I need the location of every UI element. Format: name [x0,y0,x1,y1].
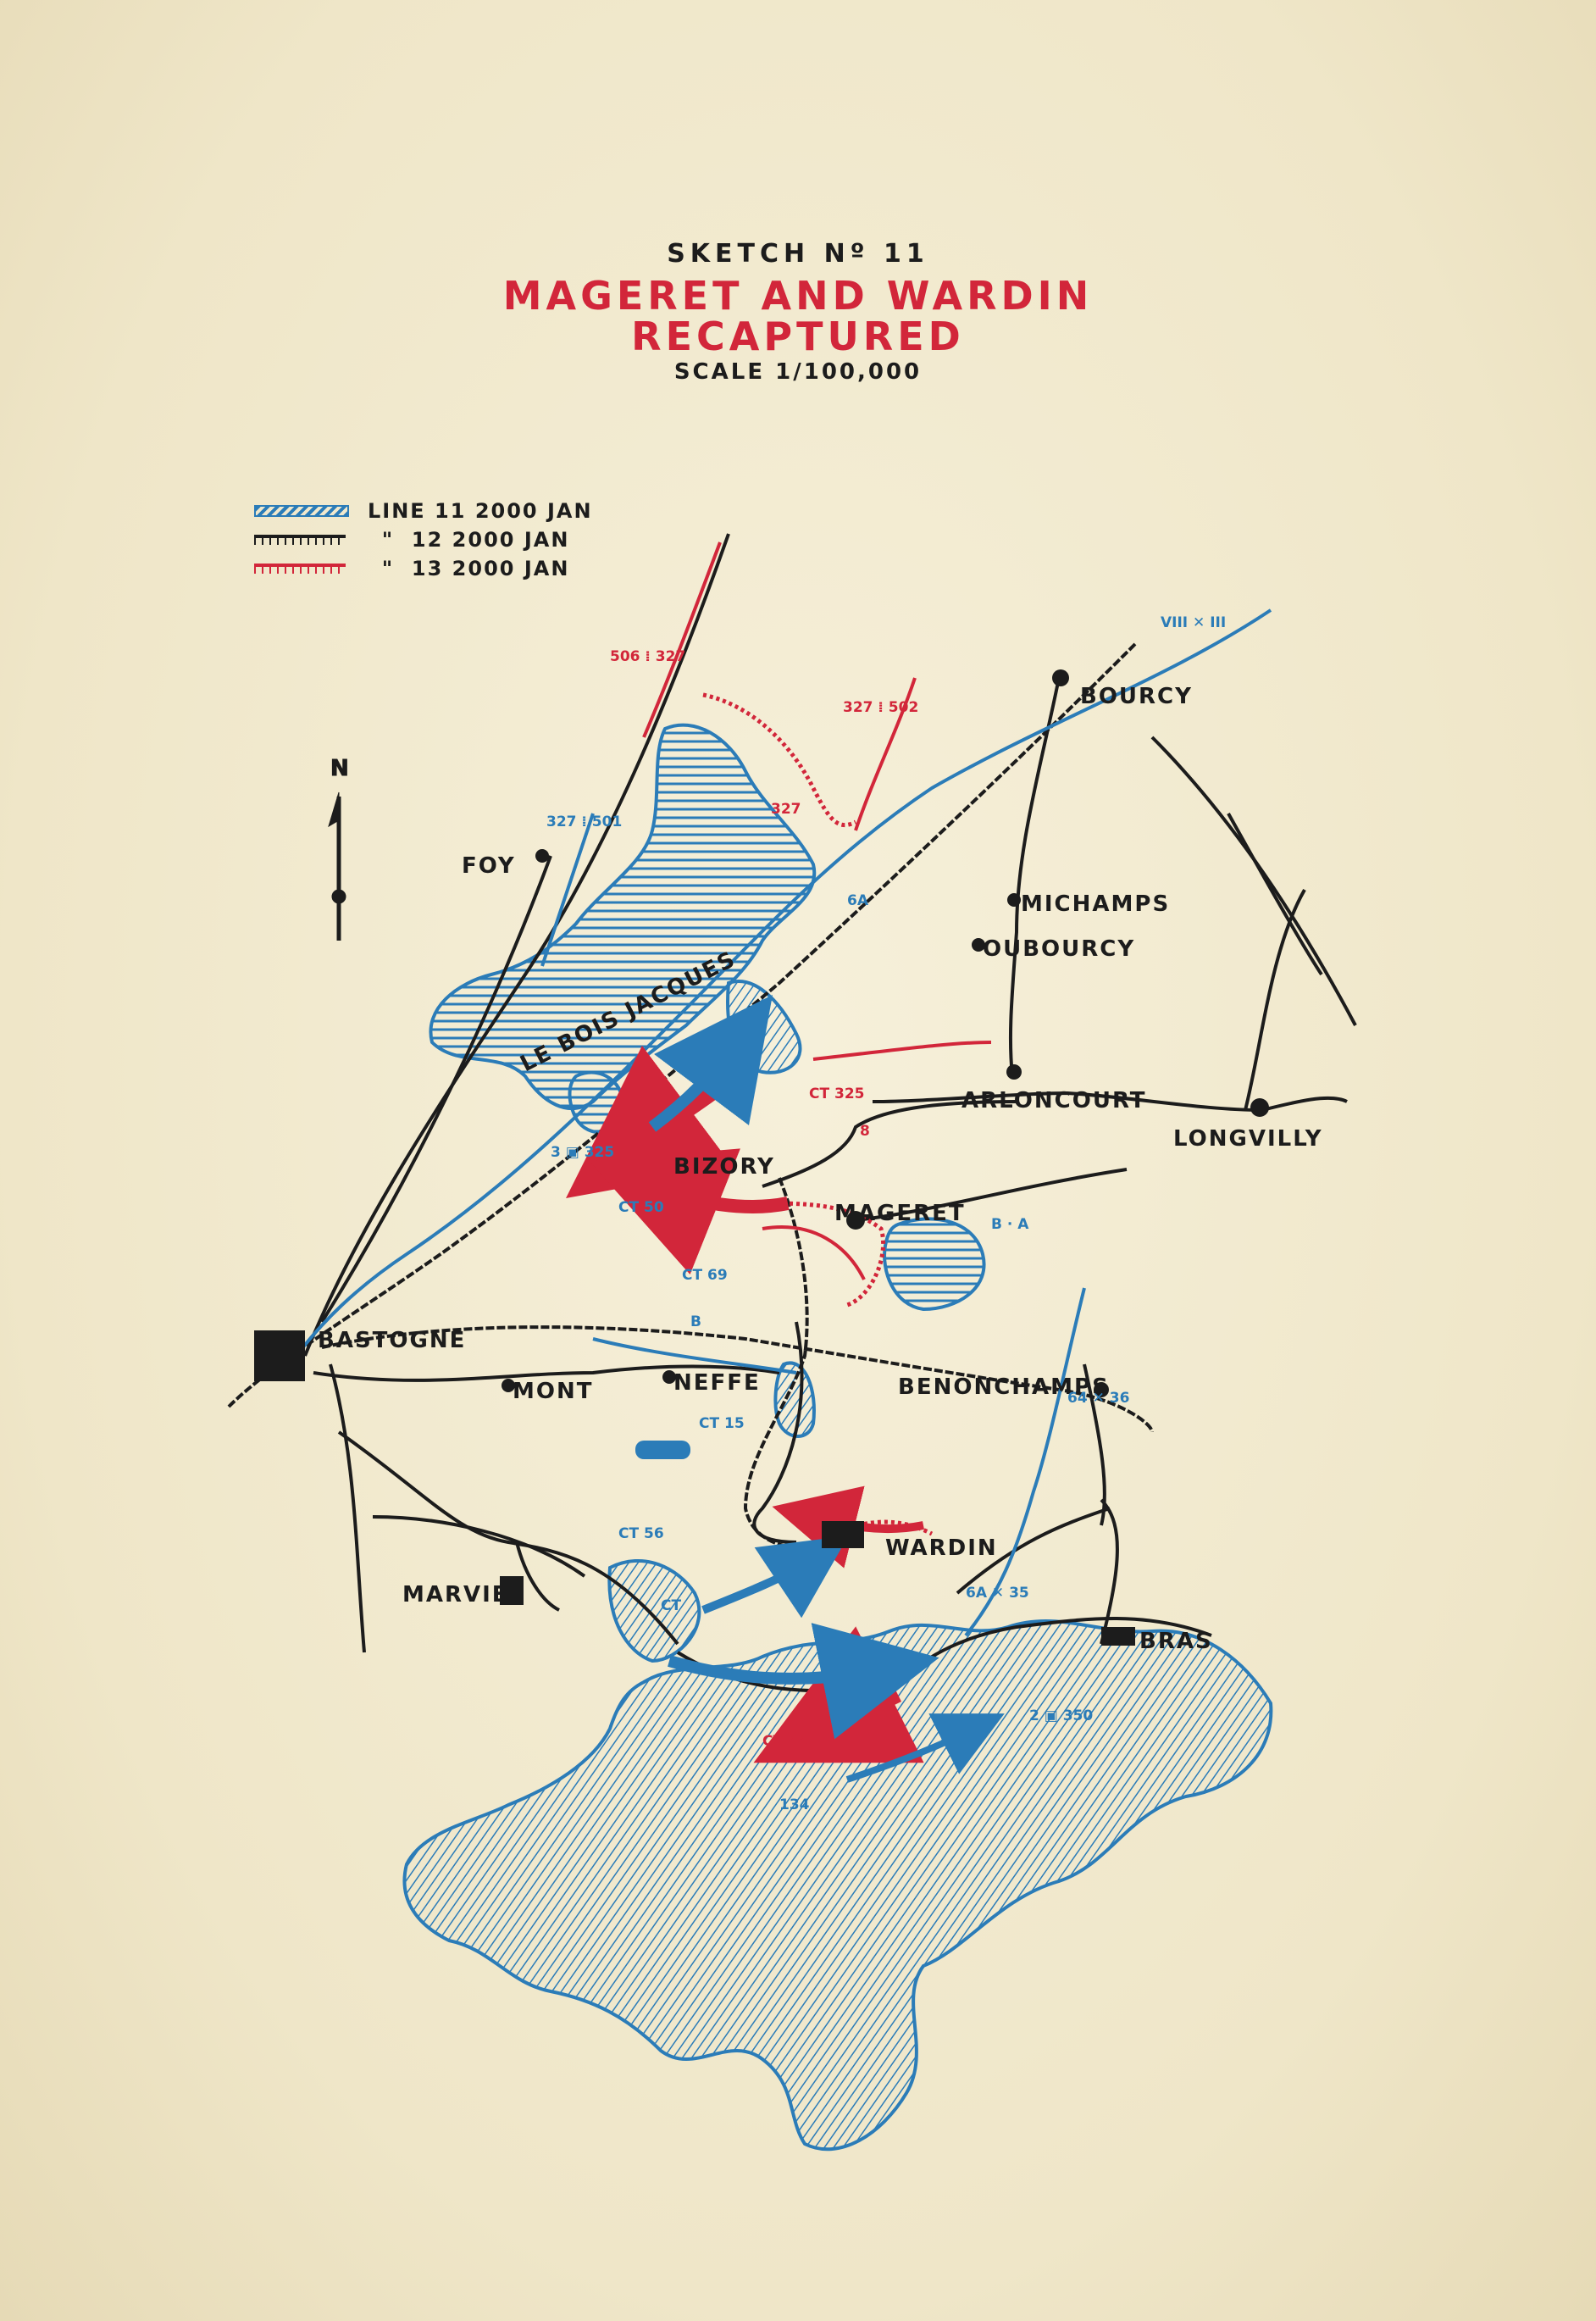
legend-row-jan-11: LINE 11 2000 JAN [254,497,593,525]
village-markers [254,669,1269,1646]
label-mageret: MAGERET [834,1201,966,1226]
unit-134: 134 [779,1796,810,1813]
le-bois-jacques-woods [429,723,817,1111]
woods-patch [568,1070,625,1134]
unit-ct: CT [661,1597,681,1614]
unit-6a: 6A [847,892,869,909]
label-wardin: WARDIN [885,1535,998,1561]
label-benonchamps: BENONCHAMPS [898,1374,1110,1400]
unit-b: B [690,1313,701,1330]
southern-friendly-area [402,1619,1273,2152]
unit-2-350: 2 ▣ 350 [1029,1707,1093,1724]
label-arloncourt: ARLONCOURT [961,1088,1147,1113]
legend-label: " 12 2000 JAN [364,528,570,552]
label-bourcy: BOURCY [1080,684,1193,709]
neffe-woods [773,1361,816,1438]
label-marvie: MARVIE [402,1582,509,1607]
label-foy: FOY [462,853,516,879]
unit-3-325: 3 ▣ 325 [551,1144,614,1161]
legend-swatch-black-line [254,535,346,545]
unit-327-502: 327 ⁞ 502 [843,699,918,716]
legend-swatch-red-line [254,564,346,574]
north-arrow: N [328,756,351,941]
legend-label: LINE 11 2000 JAN [368,499,593,523]
mageret-woods [883,1217,986,1312]
unit-viii-iii: VIII ✕ III [1161,614,1226,631]
unit-ct56: CT 56 [618,1525,664,1542]
map-title-line-2: RECAPTURED [631,314,965,359]
label-michamps: MICHAMPS [1021,891,1170,917]
front-line-jan-13 [642,541,992,1280]
sketch-number: SKETCH Nº 11 [667,239,929,269]
label-bastogne: BASTOGNE [318,1328,466,1353]
legend-swatch-blue-hatch [254,505,349,517]
unit-327-501: 327 ⁞ 501 [546,813,622,830]
map-title-line-1: MAGERET AND WARDIN [502,273,1094,319]
unit-8: 8 [860,1123,870,1140]
unit-ct15: CT 15 [699,1415,745,1432]
label-bizory: BIZORY [673,1154,775,1180]
label-oubourcy: OUBOURCY [983,936,1135,962]
blue-attack-arrows [635,995,1005,1783]
legend-row-jan-13: " 13 2000 JAN [254,554,569,583]
unit-b-a: B · A [991,1216,1029,1233]
label-neffe: NEFFE [673,1370,761,1396]
label-bras: BRAS [1139,1629,1213,1654]
front-line-jan-11 [295,608,1272,1637]
unit-64-36: 64 ✕ 36 [1067,1390,1129,1407]
map-scale: SCALE 1/100,000 [673,359,923,385]
legend-label: " 13 2000 JAN [364,557,570,580]
unit-6a-35: 6A ✕ 35 [966,1585,1029,1602]
unit-506-327: 506 ⁞ 327 [610,648,685,665]
label-longvilly: LONGVILLY [1173,1126,1323,1152]
north-label: N [330,756,351,781]
unit-ct44: CT 44 [762,1733,808,1750]
label-mont: MONT [513,1379,593,1404]
unit-ct325: CT 325 [809,1086,864,1102]
unit-ct69: CT 69 [682,1267,728,1284]
railway-line [227,642,1154,1552]
unit-ct50: CT 50 [618,1199,664,1216]
unit-327: 327 [771,801,801,818]
wardin-woods [607,1559,701,1663]
legend-row-jan-12: " 12 2000 JAN [254,525,569,554]
